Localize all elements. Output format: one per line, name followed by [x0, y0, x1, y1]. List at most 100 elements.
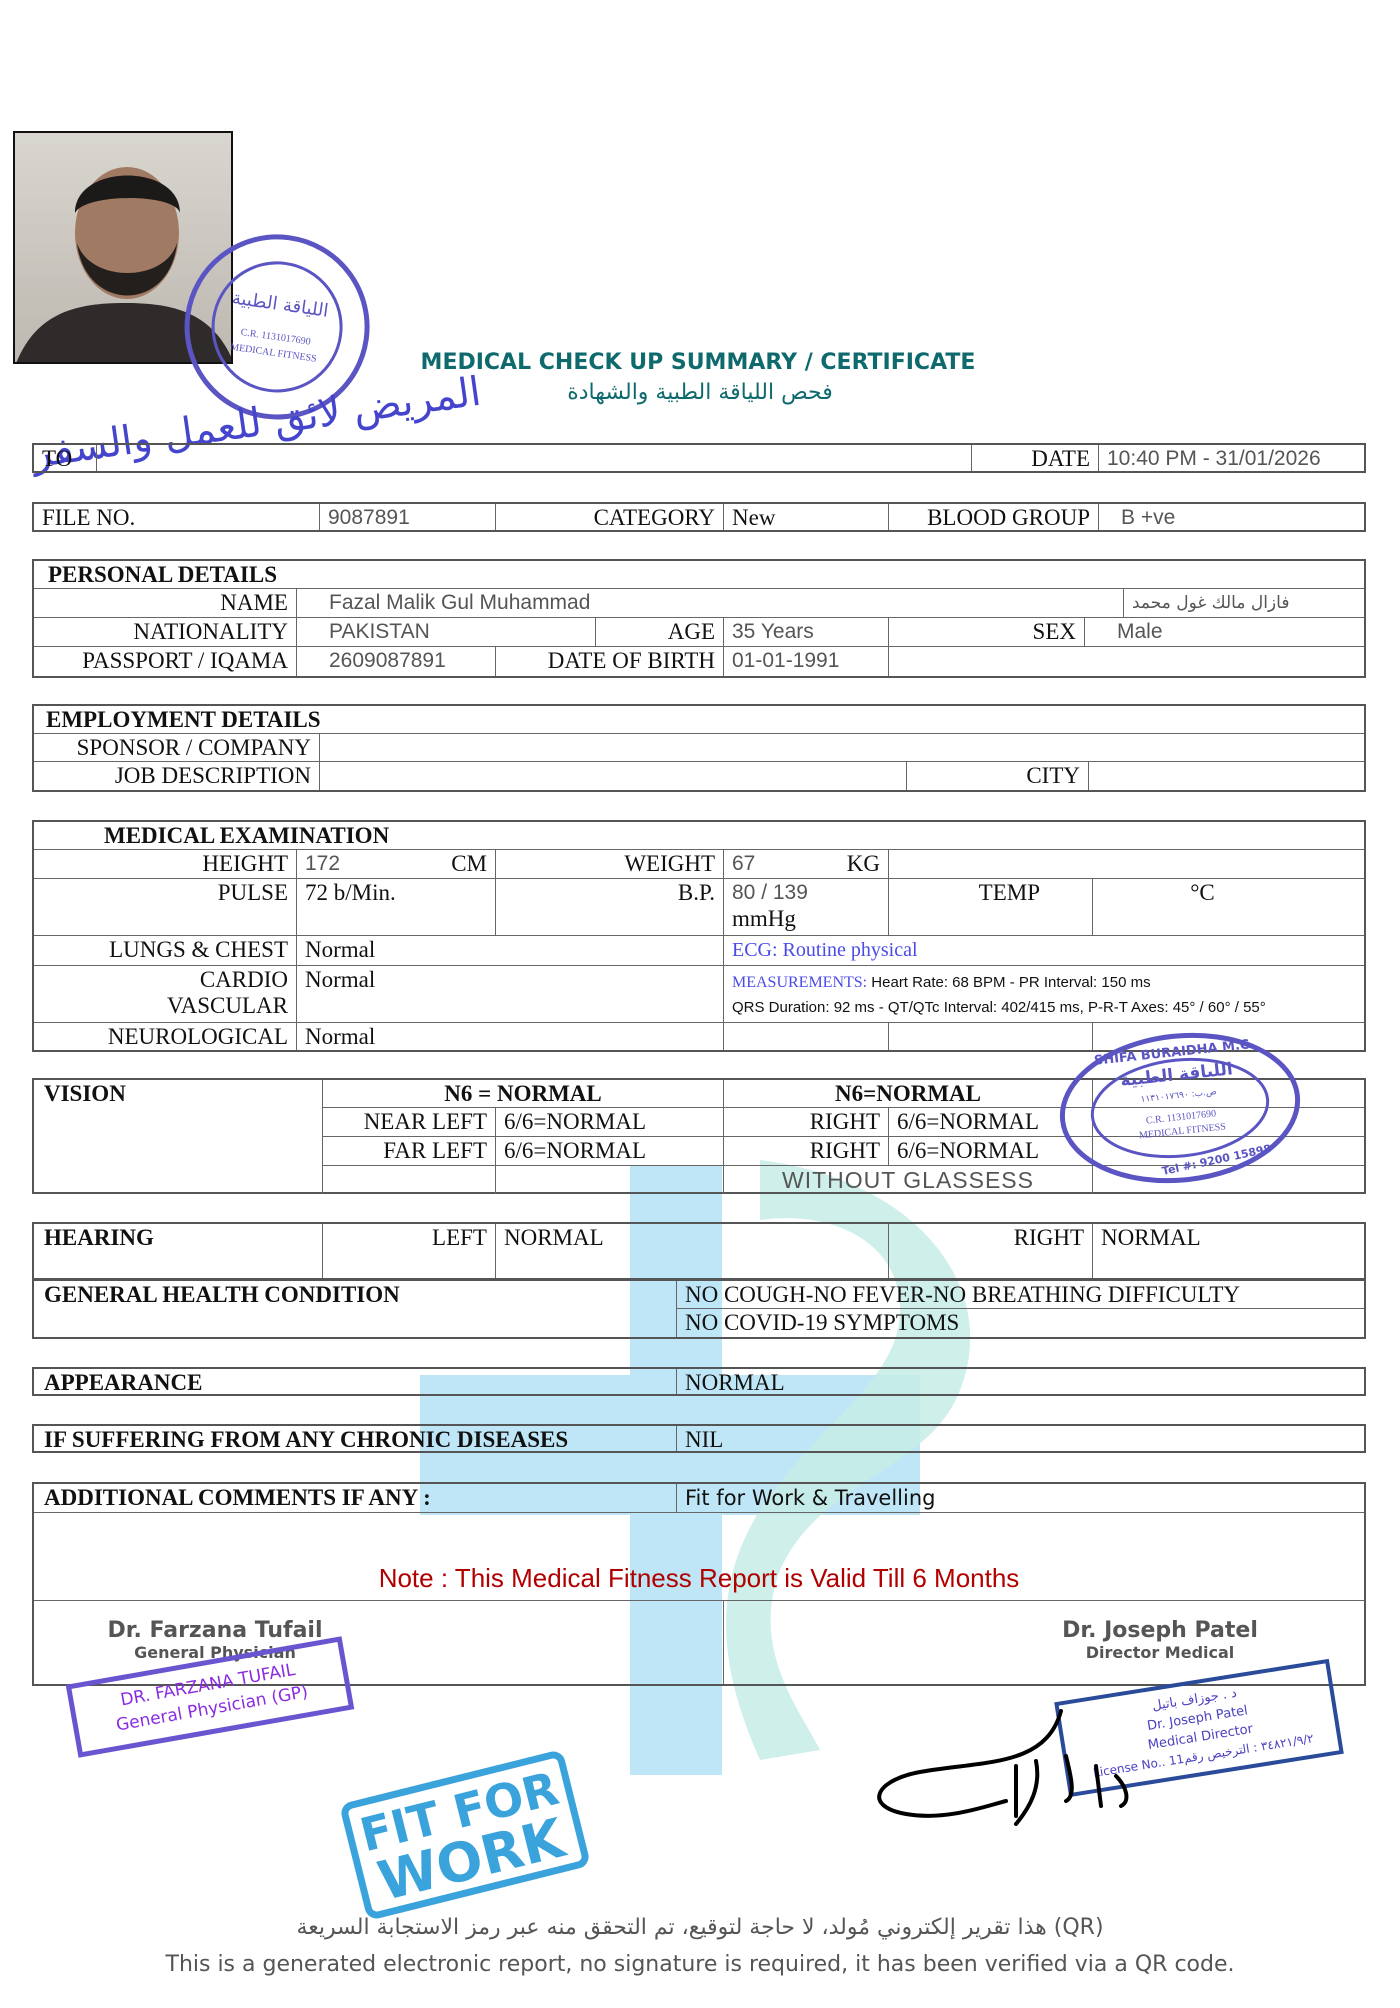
cardio-label: CARDIO: [199, 967, 288, 992]
footer-arabic: هذا تقرير إلكتروني مُولد، لا حاجة لتوقيع…: [296, 1915, 1104, 1940]
validity-note: Note : This Medical Fitness Report is Va…: [378, 1563, 1020, 1593]
blood-group-label: BLOOD GROUP: [889, 504, 1099, 530]
city-label: CITY: [907, 762, 1089, 790]
personal-details-section: PERSONAL DETAILS NAME Fazal Malik Gul Mu…: [32, 559, 1366, 678]
weight-unit: KG: [846, 851, 880, 876]
job-value: [320, 762, 907, 790]
hearing-heading: HEARING: [34, 1224, 323, 1278]
section-heading: PERSONAL DETAILS: [48, 562, 278, 587]
right-label: RIGHT: [724, 1108, 889, 1137]
appearance-value: NORMAL: [685, 1370, 785, 1395]
file-no-value: 9087891: [320, 504, 496, 530]
temp-label: TEMP: [889, 879, 1093, 935]
signature-cell-left: [34, 1601, 724, 1684]
vision-heading: VISION: [34, 1080, 323, 1194]
sponsor-label: SPONSOR / COMPANY: [34, 734, 320, 761]
comments-section: ADDITIONAL COMMENTS IF ANY : Fit for Wor…: [32, 1482, 1366, 1686]
comments-value: Fit for Work & Travelling: [685, 1486, 936, 1510]
blood-group-value: B +ve: [1121, 506, 1176, 529]
sex-label: SEX: [889, 618, 1085, 646]
right-label: RIGHT: [724, 1137, 889, 1166]
name-arabic: فازال مالك غول محمد: [1132, 593, 1290, 613]
lungs-label: LUNGS & CHEST: [34, 936, 297, 965]
doctor-right: Dr. Joseph Patel Director Medical: [1030, 1618, 1290, 1662]
hearing-section: HEARING LEFT NORMAL RIGHT NORMAL: [32, 1222, 1366, 1280]
date-value: 10:40 PM - 31/01/2026: [1107, 447, 1321, 470]
to-value: [97, 445, 972, 471]
passport-label: PASSPORT / IQAMA: [34, 647, 297, 676]
age-value: 35 Years: [724, 618, 889, 646]
general-health-line-1: NO COUGH-NO FEVER-NO BREATHING DIFFICULT…: [677, 1281, 1364, 1309]
page-title: MEDICAL CHECK UP SUMMARY / CERTIFICATE: [420, 350, 976, 375]
measurements-line-1: Heart Rate: 68 BPM - PR Interval: 150 ms: [871, 974, 1151, 991]
bp-unit: mmHg: [732, 906, 796, 931]
pulse-value: 72 b/Min.: [297, 879, 496, 935]
hearing-left-label: LEFT: [323, 1224, 496, 1278]
hearing-right-label: RIGHT: [889, 1224, 1093, 1278]
section-heading: MEDICAL EXAMINATION: [104, 823, 390, 848]
chronic-section: IF SUFFERING FROM ANY CHRONIC DISEASES N…: [32, 1424, 1366, 1453]
doctor-right-name: Dr. Joseph Patel: [1062, 1618, 1258, 1643]
general-health-line-2: NO COVID-19 SYMPTOMS: [685, 1310, 960, 1335]
nationality-label: NATIONALITY: [34, 618, 297, 646]
lungs-value: Normal: [297, 936, 724, 965]
nationality-value: PAKISTAN: [297, 618, 596, 646]
clinic-round-stamp: اللياقة الطبية C.R. 1131017690 MEDICAL F…: [184, 234, 370, 420]
name-label: NAME: [34, 589, 297, 617]
stamp-text: اللياقة الطبية: [231, 287, 330, 321]
appearance-section: APPEARANCE NORMAL: [32, 1367, 1366, 1396]
temp-unit: °C: [1190, 880, 1215, 905]
doctor-left-title: General Physician: [134, 1643, 296, 1662]
file-row: FILE NO. 9087891 CATEGORY New BLOOD GROU…: [32, 502, 1366, 532]
chronic-value: NIL: [685, 1427, 724, 1452]
appearance-heading: APPEARANCE: [34, 1369, 677, 1395]
chronic-heading: IF SUFFERING FROM ANY CHRONIC DISEASES: [34, 1426, 677, 1452]
doctor-left: Dr. Farzana Tufail General Physician: [80, 1618, 350, 1662]
stamp-text: ص.ب: ١١٣١٠١٧٦٩٠: [1140, 1087, 1217, 1105]
weight-value: 67: [732, 852, 756, 875]
hearing-right-value: NORMAL: [1101, 1225, 1201, 1250]
watermark-logo: [420, 1160, 971, 1775]
bp-label: B.P.: [496, 879, 724, 935]
employment-details-section: EMPLOYMENT DETAILS SPONSOR / COMPANY JOB…: [32, 704, 1366, 792]
to-label: TO: [34, 445, 97, 471]
passport-value: 2609087891: [297, 647, 496, 676]
cardio-value: Normal: [297, 966, 724, 1022]
city-value: [1089, 762, 1364, 790]
neuro-value: Normal: [297, 1023, 724, 1050]
empty-cell: [889, 647, 1364, 676]
category-value: New: [724, 504, 889, 530]
sponsor-value: [320, 734, 1364, 761]
empty-cell: [1093, 1080, 1364, 1108]
doctor-left-name: Dr. Farzana Tufail: [107, 1618, 323, 1643]
height-value: 172: [305, 852, 341, 875]
clinic-oval-stamp: SHIFA BURAIDHA M.C. اللياقة الطبية ص.ب: …: [1059, 1032, 1301, 1184]
empty-cell: [496, 1166, 724, 1194]
comments-heading: ADDITIONAL COMMENTS IF ANY :: [34, 1484, 677, 1512]
fit-for-work-stamp: FIT FOR WORK: [338, 1748, 592, 1922]
right-value: 6/6=NORMAL: [889, 1108, 1093, 1137]
section-heading: EMPLOYMENT DETAILS: [46, 707, 321, 732]
job-label: JOB DESCRIPTION: [34, 762, 320, 790]
bp-value: 80 / 139: [732, 881, 808, 904]
dob-label: DATE OF BIRTH: [496, 647, 724, 676]
vision-left-header: N6 = NORMAL: [323, 1080, 724, 1108]
empty-cell: [1093, 1108, 1364, 1137]
page-title-arabic: فحص اللياقة الطبية والشهادة: [567, 380, 833, 405]
ecg-value: ECG: Routine physical: [732, 939, 918, 961]
general-health-section: GENERAL HEALTH CONDITION NO COUGH-NO FEV…: [32, 1279, 1366, 1339]
doctor-right-title: Director Medical: [1085, 1643, 1235, 1662]
measurements-line-2: QRS Duration: 92 ms - QT/QTc Interval: 4…: [732, 999, 1266, 1016]
dob-value: 01-01-1991: [724, 647, 889, 676]
right-value: 6/6=NORMAL: [889, 1137, 1093, 1166]
cardio-label-2: VASCULAR: [167, 993, 288, 1018]
empty-cell: [889, 1023, 1093, 1050]
far-left-value: 6/6=NORMAL: [496, 1137, 724, 1166]
height-label: HEIGHT: [34, 850, 297, 878]
sex-value: Male: [1117, 620, 1163, 643]
empty-cell: [323, 1166, 496, 1194]
age-label: AGE: [596, 618, 724, 646]
empty-cell: [1093, 1137, 1364, 1166]
weight-label: WEIGHT: [496, 850, 724, 878]
